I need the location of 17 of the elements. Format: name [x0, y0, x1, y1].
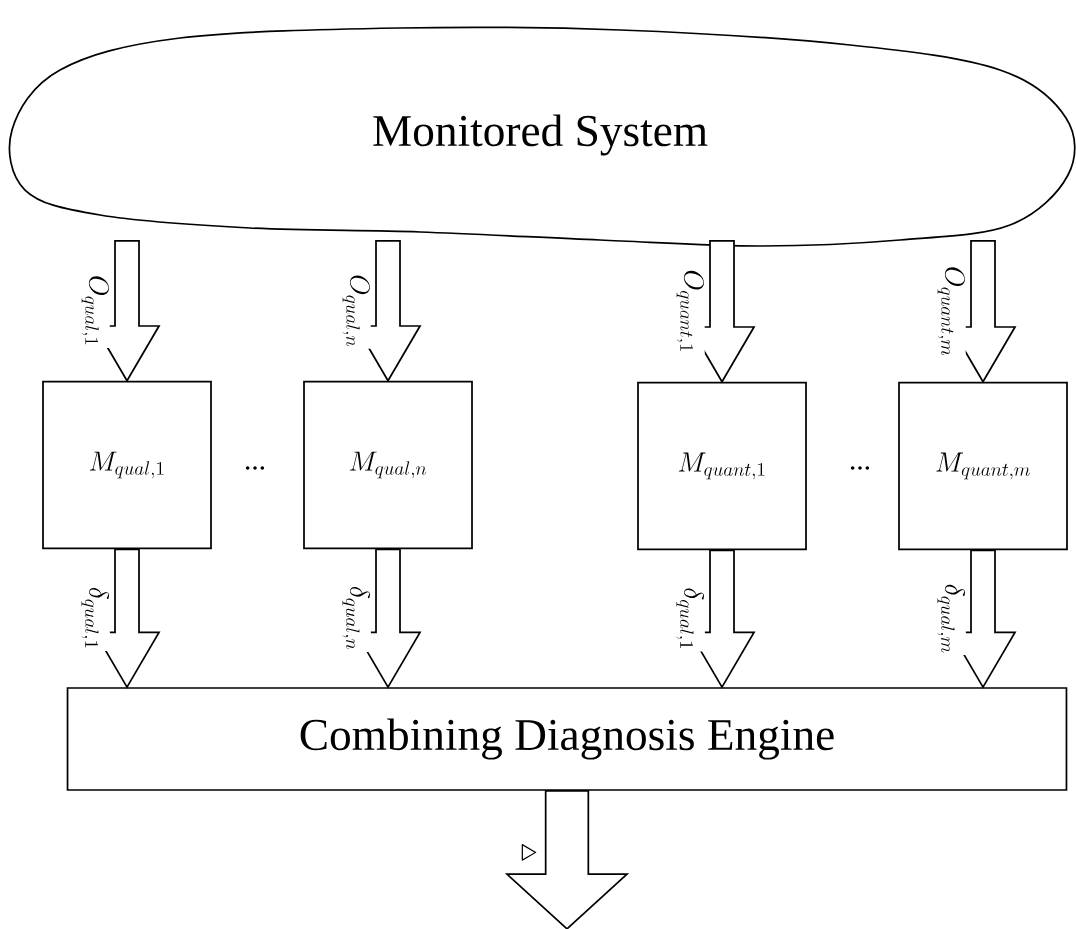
- edge-label: $O_{qual,n}$: [341, 272, 371, 349]
- engine-box: Combining Diagnosis Engine: [66, 687, 1068, 791]
- block-arrow: [504, 790, 630, 929]
- module-box: $M_{quant,1}$: [637, 381, 807, 551]
- edge-label: $\delta_{qual,n}$: [341, 584, 371, 652]
- edge-label: $\delta_{qual,1}$: [675, 585, 705, 652]
- edge-label: $O_{quant,m}$: [936, 264, 966, 358]
- edge-label: $\delta_{qual,1}$: [80, 585, 110, 651]
- module-box: $M_{quant,m}$: [898, 381, 1068, 551]
- edge-label: $O_{quant,1}$: [675, 268, 705, 355]
- module-box: $M_{qual,1}$: [42, 380, 212, 550]
- ellipsis: ...: [850, 466, 870, 470]
- module-box: $M_{qual,n}$: [303, 380, 473, 550]
- edge-label: $O_{qual,1}$: [80, 273, 110, 348]
- edge-label: $\triangleright$: [519, 843, 539, 862]
- ellipsis: ...: [245, 466, 265, 470]
- edge-label: $\delta_{qual,m}$: [936, 582, 966, 656]
